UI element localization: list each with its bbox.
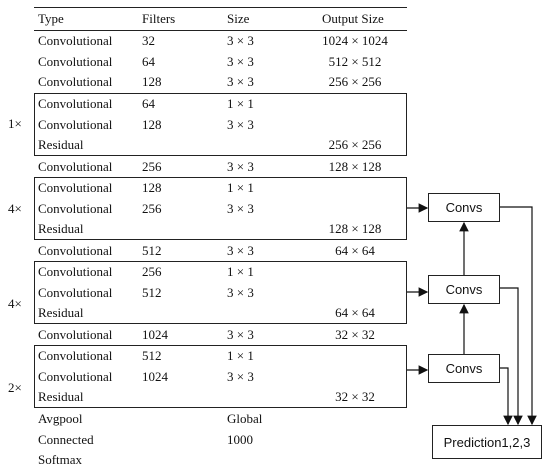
repeat-label: 1×: [8, 116, 22, 131]
row-filters: 32: [142, 33, 155, 48]
row-type: Convolutional: [38, 180, 113, 195]
row-type: Convolutional: [38, 117, 113, 132]
row-output: 256 × 256: [328, 74, 382, 89]
row-filters: 512: [142, 348, 162, 363]
row-size: 3 × 3: [227, 369, 254, 384]
row-output: 128 × 128: [328, 159, 382, 174]
row-type: Convolutional: [38, 285, 113, 300]
header-type: Type: [38, 11, 64, 26]
row-size: Global: [227, 411, 263, 426]
row-filters: 64: [142, 54, 155, 69]
convs-box-bottom: Convs: [428, 354, 500, 383]
arrow-convs-top-to-prediction: [500, 206, 537, 426]
row-size: 3 × 3: [227, 201, 254, 216]
residual-block-2: [34, 177, 407, 240]
row-type: Convolutional: [38, 54, 113, 69]
row-filters: 256: [142, 159, 162, 174]
arrow-convs-bottom-to-prediction: [500, 367, 513, 426]
row-type: Convolutional: [38, 96, 113, 111]
row-size: 3 × 3: [227, 159, 254, 174]
row-size: 1 × 1: [227, 180, 254, 195]
row-size: 1 × 1: [227, 264, 254, 279]
row-type: Convolutional: [38, 243, 113, 258]
repeat-label: 4×: [8, 201, 22, 216]
row-size: 1 × 1: [227, 96, 254, 111]
row-type: Softmax: [38, 452, 83, 467]
row-filters: 256: [142, 264, 162, 279]
row-filters: 512: [142, 243, 162, 258]
residual-block-1: [34, 93, 407, 156]
row-type: Convolutional: [38, 369, 113, 384]
header-output: Output Size: [322, 11, 384, 26]
row-output: 32 × 32: [335, 389, 375, 404]
repeat-label: 4×: [8, 296, 22, 311]
row-size: 3 × 3: [227, 243, 254, 258]
row-filters: 1024: [142, 327, 168, 342]
row-type: Convolutional: [38, 159, 113, 174]
row-size: 3 × 3: [227, 285, 254, 300]
row-filters: 64: [142, 96, 155, 111]
row-size: 1 × 1: [227, 348, 254, 363]
row-size: 3 × 3: [227, 33, 254, 48]
repeat-label: 2×: [8, 380, 22, 395]
header-filters: Filters: [142, 11, 176, 26]
prediction-box: Prediction1,2,3: [432, 425, 542, 459]
residual-block-3: [34, 261, 407, 324]
row-filters: 1024: [142, 369, 168, 384]
row-type: Residual: [38, 305, 84, 320]
row-filters: 128: [142, 117, 162, 132]
row-type: Convolutional: [38, 33, 113, 48]
row-filters: 512: [142, 285, 162, 300]
row-type: Convolutional: [38, 327, 113, 342]
row-type: Connected: [38, 432, 94, 447]
header-size: Size: [227, 11, 250, 26]
row-type: Convolutional: [38, 74, 113, 89]
row-filters: 128: [142, 74, 162, 89]
row-size: 3 × 3: [227, 74, 254, 89]
row-size: 3 × 3: [227, 327, 254, 342]
row-type: Convolutional: [38, 264, 113, 279]
row-type: Residual: [38, 137, 84, 152]
row-size: 1000: [227, 432, 253, 447]
row-type: Convolutional: [38, 348, 113, 363]
arrow-convs-mid-to-prediction: [500, 287, 523, 426]
convs-box-mid: Convs: [428, 275, 500, 304]
row-output: 256 × 256: [328, 137, 382, 152]
row-filters: 256: [142, 201, 162, 216]
row-output: 32 × 32: [335, 327, 375, 342]
residual-block-4: [34, 345, 407, 408]
row-size: 3 × 3: [227, 117, 254, 132]
row-type: Residual: [38, 389, 84, 404]
row-filters: 128: [142, 180, 162, 195]
row-type: Avgpool: [38, 411, 83, 426]
row-output: 128 × 128: [328, 221, 382, 236]
table-top-rule: [34, 7, 407, 8]
header-bottom-rule: [34, 30, 407, 31]
row-output: 64 × 64: [335, 305, 375, 320]
row-type: Residual: [38, 221, 84, 236]
row-output: 512 × 512: [328, 54, 382, 69]
convs-box-top: Convs: [428, 193, 500, 222]
row-type: Convolutional: [38, 201, 113, 216]
row-output: 64 × 64: [335, 243, 375, 258]
row-size: 3 × 3: [227, 54, 254, 69]
row-output: 1024 × 1024: [322, 33, 388, 48]
